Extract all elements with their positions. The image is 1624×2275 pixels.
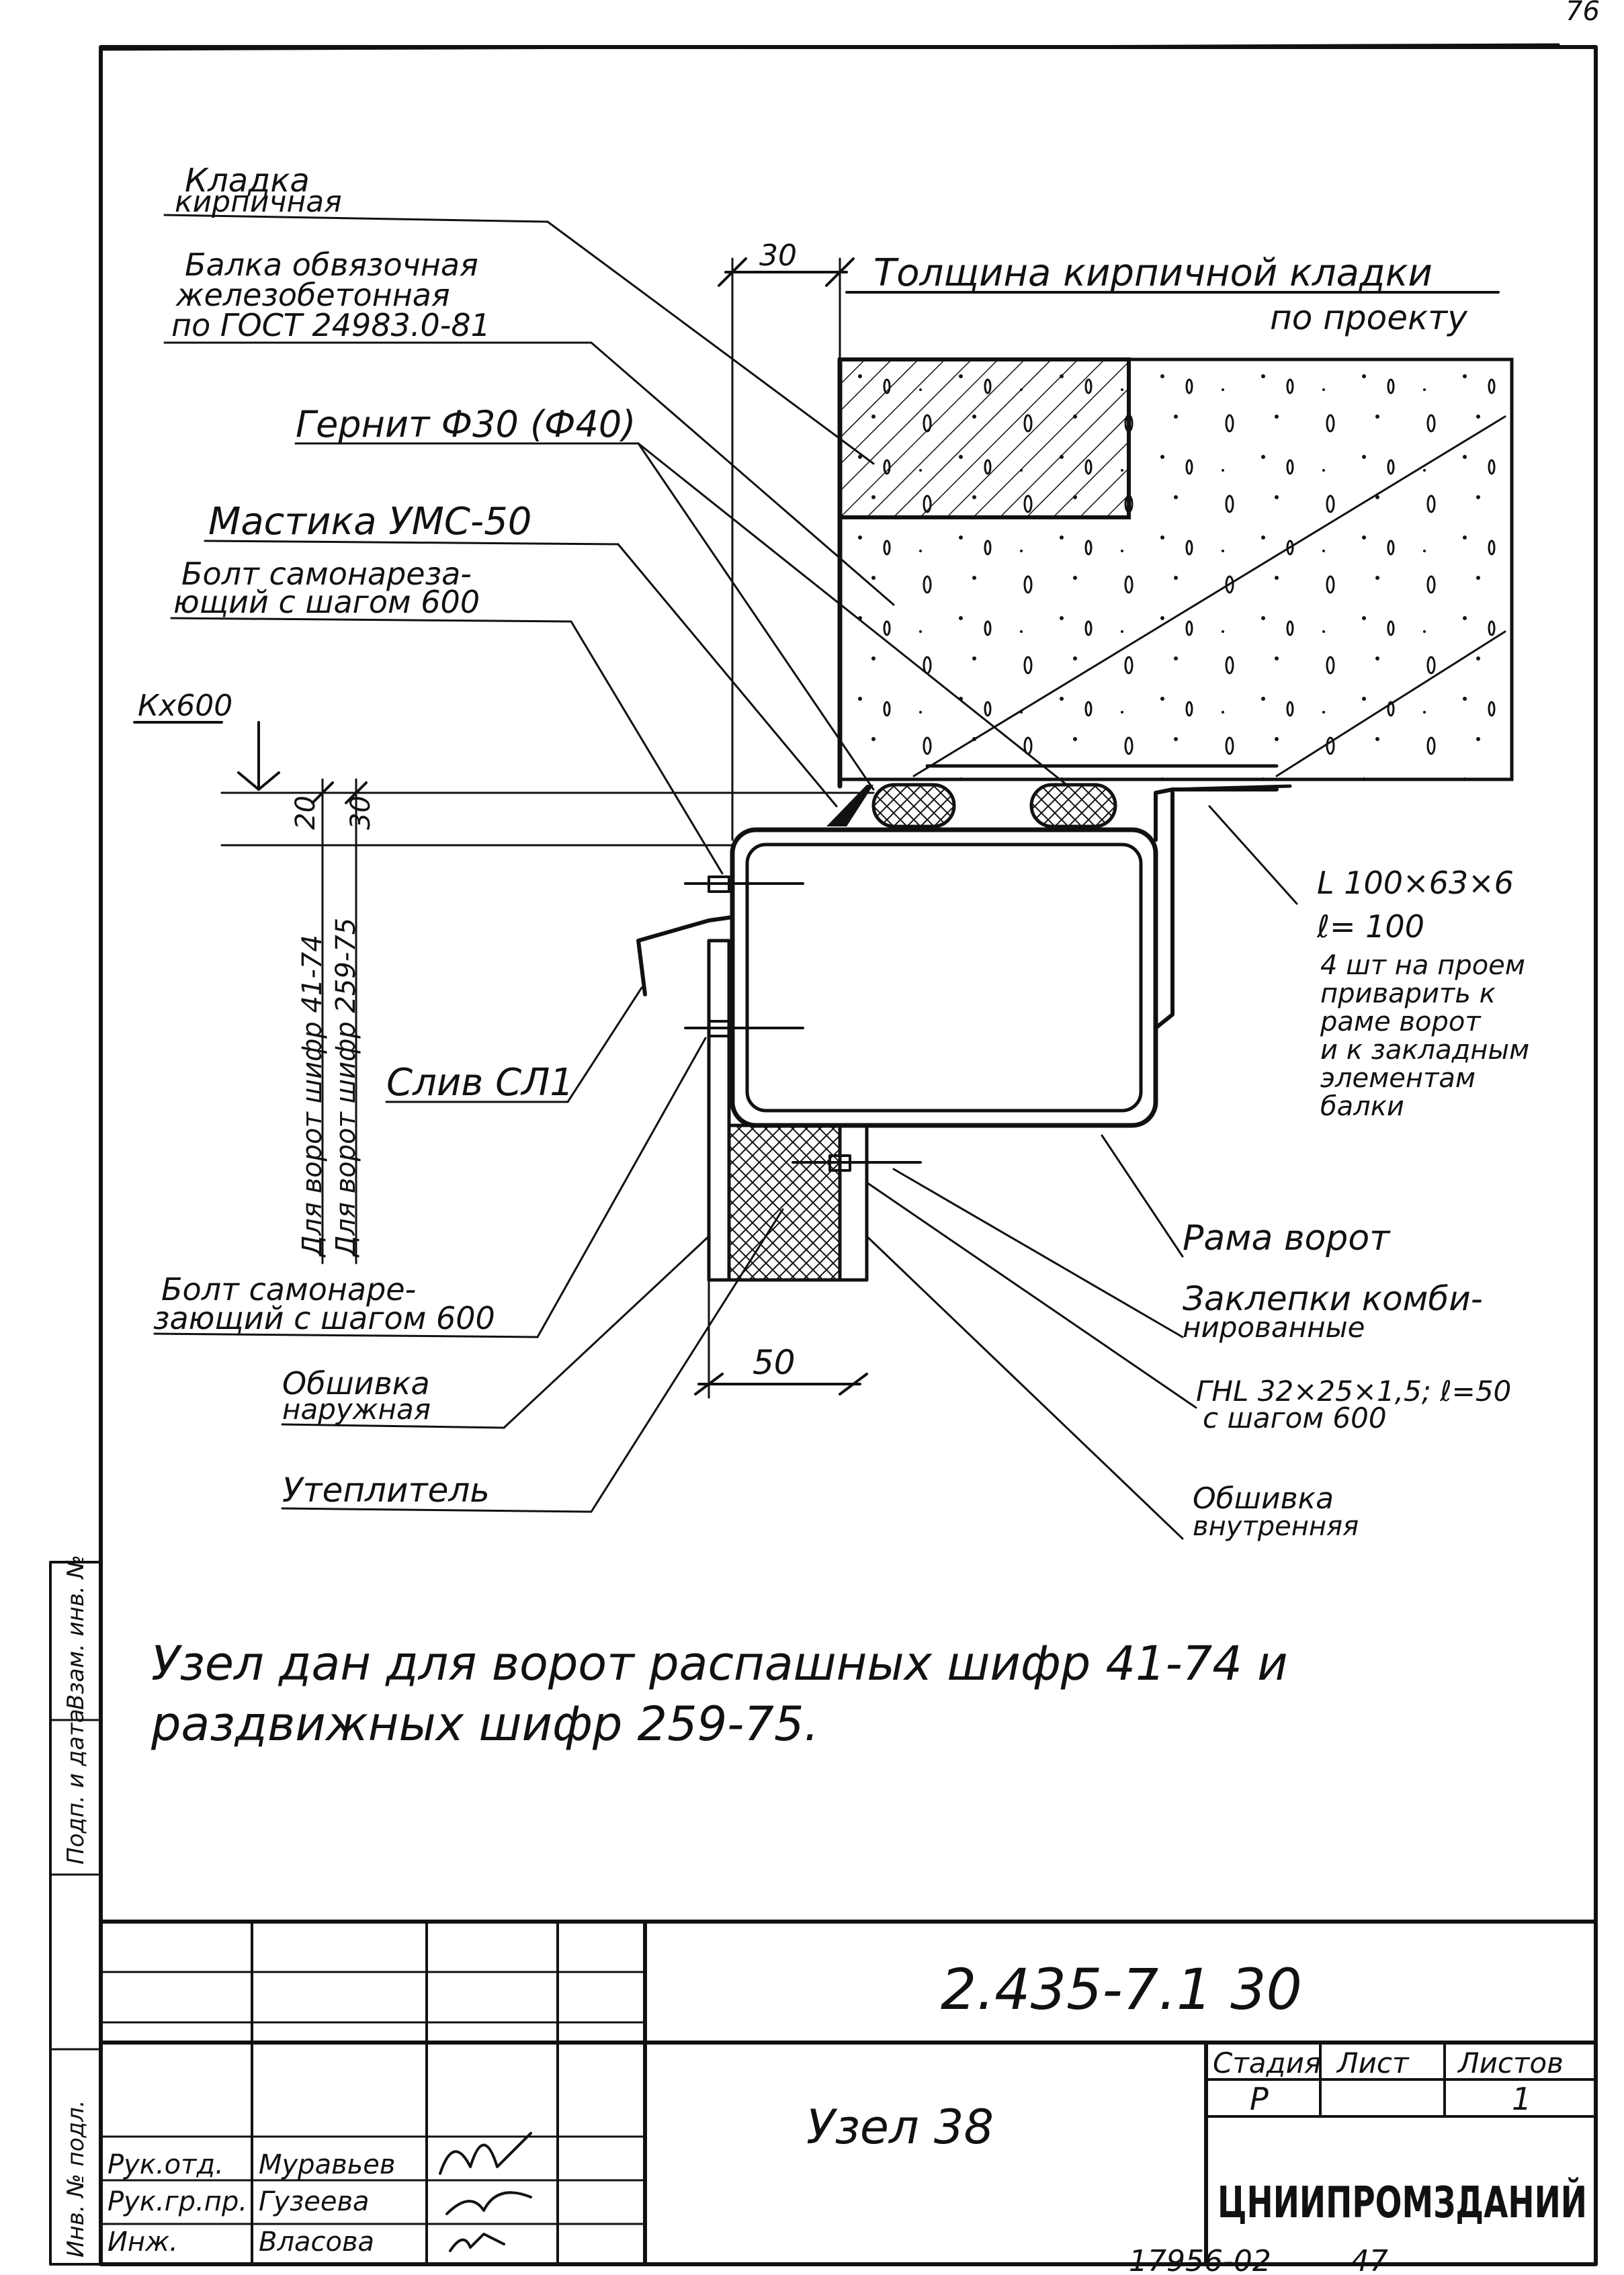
labels-right: Толщина кирпичной кладки по проекту L 10… — [873, 251, 1529, 1542]
label-rama: Рама ворот — [1183, 1218, 1391, 1258]
label-angle-2: ℓ= 100 — [1316, 908, 1424, 945]
stage-head: Стадия — [1213, 2047, 1321, 2079]
seals — [826, 783, 1117, 828]
label-uteplitel: Утеплитель — [282, 1471, 490, 1510]
label-balka-1: Балка обвязочная — [185, 247, 478, 283]
side-stamp-2: Подп. и дата — [62, 1709, 89, 1864]
label-angle-note-4: и к закладным — [1320, 1035, 1529, 1066]
staff-name-2: Гузеева — [259, 2186, 370, 2217]
staff-name-3: Власова — [259, 2227, 374, 2258]
door-leaf — [707, 939, 869, 1282]
label-balka-3: по ГОСТ 24983.0-81 — [171, 307, 490, 343]
staff-name-1: Муравьев — [259, 2149, 395, 2180]
label-angle-note-2: приварить к — [1320, 978, 1496, 1009]
label-mastika: Мастика УМС-50 — [208, 500, 531, 544]
label-gnl-2: с шагом 600 — [1203, 1402, 1387, 1434]
dim-bottom: 50 — [753, 1343, 796, 1382]
bolts — [684, 875, 922, 1172]
sheet-frame — [99, 43, 1598, 2266]
side-stamp: Взам. инв. № Подп. и дата Инв. № подл. — [49, 1555, 102, 2266]
label-obshivka-vn-1: Обшивка — [1193, 1482, 1334, 1516]
label-angle-note-3: раме ворот — [1320, 1006, 1482, 1037]
label-balka-2: железобетонная — [175, 277, 450, 313]
label-obshivka-nar-1: Обшивка — [282, 1365, 430, 1402]
dim-v1: 20 — [290, 796, 321, 830]
label-bolt-top-1: Болт самонарезa- — [181, 556, 472, 592]
doc-code: 2.435-7.1 30 — [941, 1957, 1302, 2022]
gate-frame — [730, 784, 1292, 1128]
dimensions — [133, 257, 1500, 1399]
label-thickness-1: Толщина кирпичной кладки — [873, 251, 1433, 295]
label-angle-note-6: балки — [1320, 1091, 1404, 1122]
dim-v2: 30 — [345, 796, 376, 830]
leaders — [153, 214, 1298, 1540]
label-bolt-top-2: ющий с шагом 600 — [173, 584, 480, 620]
labels-left: Кладка кирпичная Балка обвязочная железо… — [153, 162, 636, 1510]
label-thickness-2: по проекту — [1270, 298, 1468, 337]
sheets-head: Листов — [1457, 2047, 1564, 2079]
side-stamp-3: Взам. инв. № — [62, 1555, 89, 1710]
label-kladka-2: кирпичная — [175, 185, 342, 219]
label-obshivka-nar-2: наружная — [282, 1393, 431, 1426]
steel-angle — [1154, 787, 1279, 1030]
mark-label: Кх600 — [138, 689, 232, 723]
mastic — [826, 785, 873, 826]
label-gnl-1: ГНL 32×25×1,5; ℓ=50 — [1196, 1375, 1511, 1408]
label-vert-2: Для ворот шифр 259-75 — [331, 918, 361, 1258]
staff-role-2: Рук.гр.пр. — [108, 2186, 247, 2217]
signatures — [439, 2132, 532, 2252]
staff-role-1: Рук.отд. — [108, 2149, 224, 2180]
side-stamp-1: Инв. № подл. — [62, 2100, 89, 2258]
label-bolt-bottom-2: зающий с шагом 600 — [153, 1300, 495, 1336]
label-zaklepki-1: Заклепки комби- — [1183, 1279, 1483, 1318]
label-angle-note-1: 4 шт на проем — [1320, 950, 1525, 981]
label-angle-note-5: элементам — [1320, 1063, 1476, 1094]
drip-flashing — [636, 915, 734, 996]
title-block — [99, 1920, 1598, 2266]
label-zaklepki-2: нированные — [1183, 1311, 1365, 1344]
gernit-seal-2 — [1029, 783, 1117, 828]
label-vert-1: Для ворот шифр 41-74 — [297, 935, 328, 1258]
brick-masonry — [838, 357, 1131, 519]
label-bolt-bottom-1: Болт самонаре- — [161, 1271, 416, 1307]
label-gernit: Гернит Ф30 (Ф40) — [296, 403, 636, 445]
label-angle-1: L 100×63×6 — [1317, 865, 1514, 901]
label-sliv: Слив СЛ1 — [386, 1061, 574, 1105]
masonry-beam — [837, 357, 1514, 789]
org-name: ЦНИИПРОМЗДАНИЙ — [1217, 2177, 1587, 2228]
drawing-title: Узел 38 — [806, 2100, 994, 2155]
dim-top: 30 — [759, 239, 797, 273]
label-obshivka-vn-2: внутренняя — [1193, 1511, 1359, 1542]
note-line-1: Узел дан для ворот распашных шифр 41-74 … — [151, 1636, 1288, 1691]
corner-mark: 76 — [1566, 0, 1600, 27]
sheet-head: Лист — [1336, 2047, 1410, 2079]
stage-value: Р — [1250, 2081, 1269, 2117]
label-kladka-1: Кладка — [185, 162, 310, 200]
sheets-value: 1 — [1512, 2081, 1531, 2117]
gernit-seal-1 — [871, 783, 956, 828]
footer-number: 17956-02 — [1129, 2244, 1271, 2275]
note-line-2: раздвижных шифр 259-75. — [151, 1697, 819, 1752]
staff-role-3: Инж. — [108, 2227, 178, 2258]
footer-page: 47 — [1351, 2244, 1388, 2275]
